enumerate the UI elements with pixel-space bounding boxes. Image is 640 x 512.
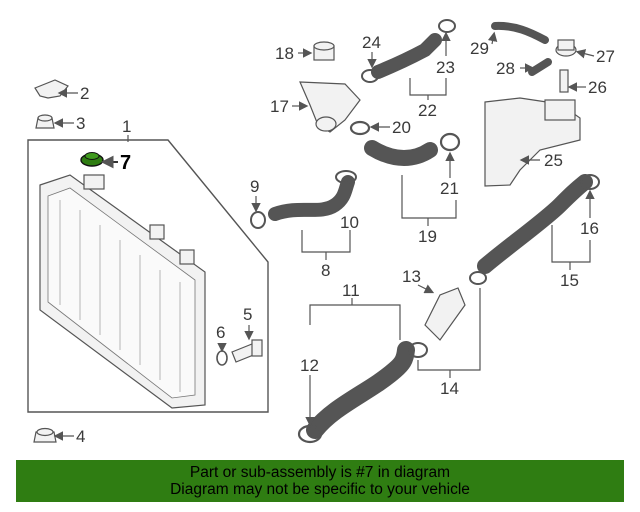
radiator-illustration: [39, 174, 206, 409]
callout-28: 28: [496, 59, 515, 78]
mount-part-4: [33, 427, 57, 443]
clamp-part-20: [349, 120, 371, 136]
o-ring-part-6: [216, 350, 228, 366]
clamp-part-21: [439, 132, 461, 152]
hose-part-28: [528, 58, 552, 76]
callout-17: 17: [270, 97, 289, 116]
callout-3: 3: [76, 114, 85, 133]
clamp-part-16: [580, 174, 600, 190]
callout-15: 15: [560, 271, 579, 290]
banner-line-2: Diagram may not be specific to your vehi…: [170, 481, 470, 498]
callout-10: 10: [340, 213, 359, 232]
parts-diagram: 1 2 3 4 5 6 7 8 9 10 11 12 13 14 15 16 1…: [27, 19, 615, 446]
callout-8: 8: [321, 261, 330, 280]
callout-22: 22: [418, 101, 437, 120]
hose-part-29: [491, 21, 549, 44]
callout-19: 19: [418, 227, 437, 246]
leader-lines: [53, 31, 595, 441]
pipe-part-13: [424, 287, 466, 341]
hose-part-19: [364, 140, 438, 166]
callout-5: 5: [243, 305, 252, 324]
water-outlet-part-17: [299, 81, 361, 133]
callout-26: 26: [588, 78, 607, 97]
banner-line-1: Part or sub-assembly is #7 in diagram: [189, 464, 451, 481]
radiator-cap-part-7[interactable]: [80, 152, 104, 167]
reservoir-part-25: [484, 97, 581, 187]
callout-27: 27: [596, 47, 615, 66]
callout-23: 23: [436, 58, 455, 77]
callout-25: 25: [544, 151, 563, 170]
callout-7: 7: [120, 152, 131, 174]
pipe-part-26: [559, 69, 569, 93]
clamp-part-10: [335, 170, 357, 184]
clamp-part-14: [408, 271, 487, 358]
bracket-part-2: [34, 79, 69, 99]
radiator-panel: [27, 139, 269, 413]
callout-12: 12: [300, 356, 319, 375]
callout-18: 18: [275, 44, 294, 63]
mount-part-3: [35, 114, 55, 129]
callout-16: 16: [580, 219, 599, 238]
callout-20: 20: [392, 118, 411, 137]
callout-2: 2: [80, 84, 89, 103]
callout-9: 9: [250, 177, 259, 196]
clamp-part-9: [250, 211, 266, 229]
callout-6: 6: [216, 323, 225, 342]
callout-labels: 1 2 3 4 5 6 7 8 9 10 11 12 13 14 15 16 1…: [76, 33, 615, 446]
callout-4: 4: [76, 427, 85, 446]
info-banner: Part or sub-assembly is #7 in diagram Di…: [16, 460, 624, 502]
callout-11: 11: [342, 281, 360, 300]
callout-24: 24: [362, 33, 381, 52]
upper-hose-part-8: [268, 175, 355, 221]
clamp-part-24: [361, 69, 379, 83]
clamp-part-23: [438, 19, 456, 33]
lower-hose-part-11: [306, 341, 415, 439]
callout-13: 13: [402, 267, 421, 286]
cap-part-27: [555, 39, 577, 57]
callout-29: 29: [470, 39, 489, 58]
drain-plug-part-5: [231, 339, 263, 363]
callout-1: 1: [122, 117, 131, 136]
cap-part-18: [313, 41, 335, 61]
callout-21: 21: [440, 179, 459, 198]
hose-part-22: [371, 33, 442, 79]
callout-14: 14: [440, 379, 459, 398]
hose-part-15: [477, 174, 593, 274]
